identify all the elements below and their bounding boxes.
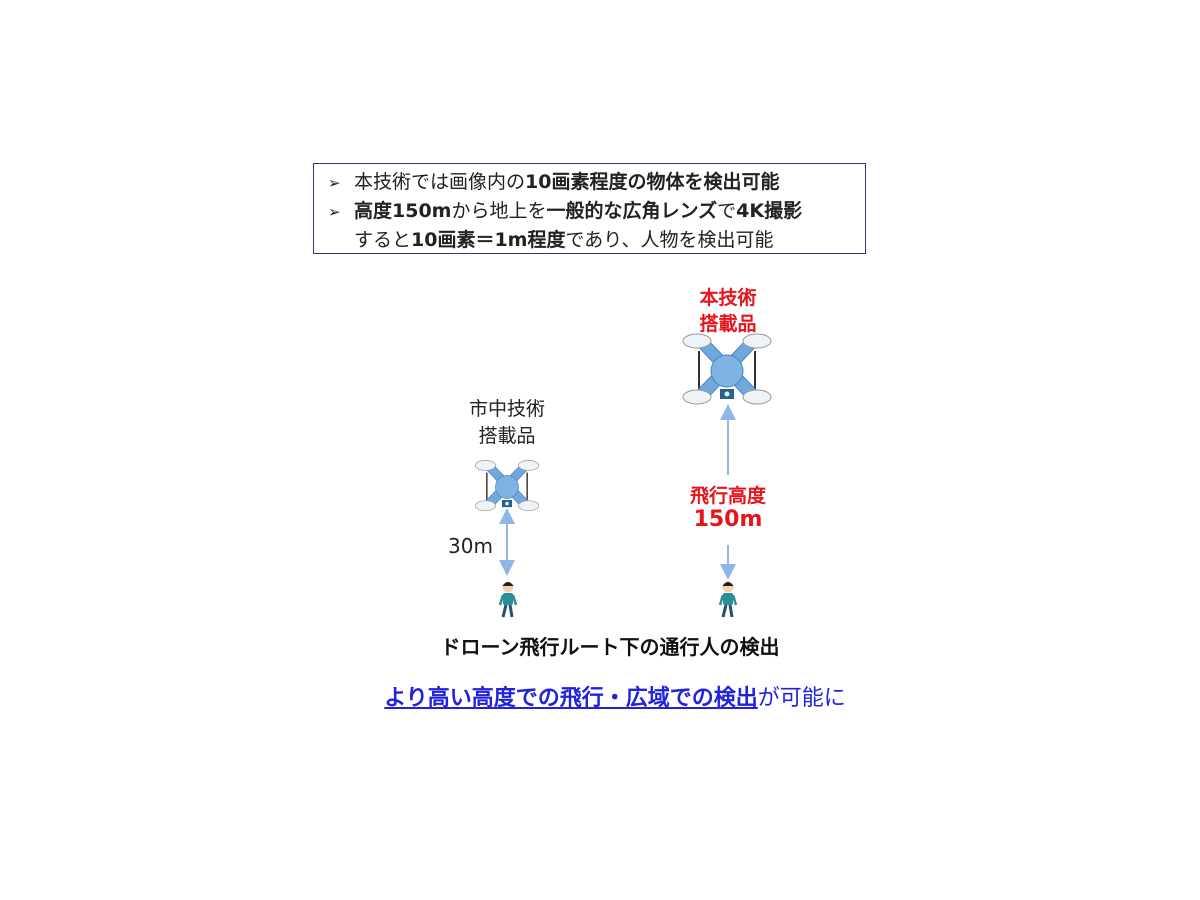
info-line-3: すると10画素＝1m程度であり、人物を検出可能 — [328, 226, 865, 254]
altitude-label: 飛行高度 — [689, 485, 767, 507]
label-line: 市中技術 — [468, 398, 546, 420]
text-bold: 一般的な広角レンズ — [546, 200, 718, 222]
text: すると — [354, 229, 412, 251]
label-line: 搭載品 — [699, 313, 757, 335]
altitude-value: 150m — [693, 507, 763, 532]
text-bold: 10画素程度の物体を検出可能 — [525, 171, 780, 193]
info-line-2: ➢ 高度150mから地上を一般的な広角レンズで4K撮影 — [328, 197, 865, 226]
distance-label: 30m — [448, 534, 493, 558]
info-line-1: ➢ 本技術では画像内の10画素程度の物体を検出可能 — [328, 168, 865, 197]
text-bold: 4K撮影 — [736, 200, 803, 222]
left-drone-label: 市中技術 搭載品 — [469, 396, 545, 450]
label-line: 本技術 — [699, 287, 757, 309]
drone-icon — [682, 333, 772, 405]
conclusion-highlight: より高い高度での飛行・広域での検出 — [384, 686, 758, 711]
text: で — [717, 200, 737, 222]
pedestrian-icon — [498, 580, 518, 619]
text: 本技術では画像内の — [354, 171, 526, 193]
pedestrian-icon — [718, 580, 738, 619]
text-bold: 高度150m — [354, 200, 452, 222]
conclusion: より高い高度での飛行・広域での検出が可能に — [384, 680, 846, 712]
bullet-arrow-icon: ➢ — [328, 174, 341, 192]
conclusion-rest: が可能に — [757, 686, 846, 711]
info-box: ➢ 本技術では画像内の10画素程度の物体を検出可能 ➢ 高度150mから地上を一般的… — [313, 163, 866, 254]
right-drone-label: 本技術 搭載品 — [699, 285, 756, 337]
drone-icon — [474, 459, 540, 512]
text: から地上を — [451, 200, 547, 222]
label-line: 搭載品 — [478, 425, 536, 447]
caption: ドローン飛行ルート下の通行人の検出 — [440, 635, 780, 659]
text-bold: 10画素＝1m程度 — [411, 229, 566, 251]
bullet-arrow-icon: ➢ — [328, 203, 341, 221]
text: であり、人物を検出可能 — [565, 229, 774, 251]
